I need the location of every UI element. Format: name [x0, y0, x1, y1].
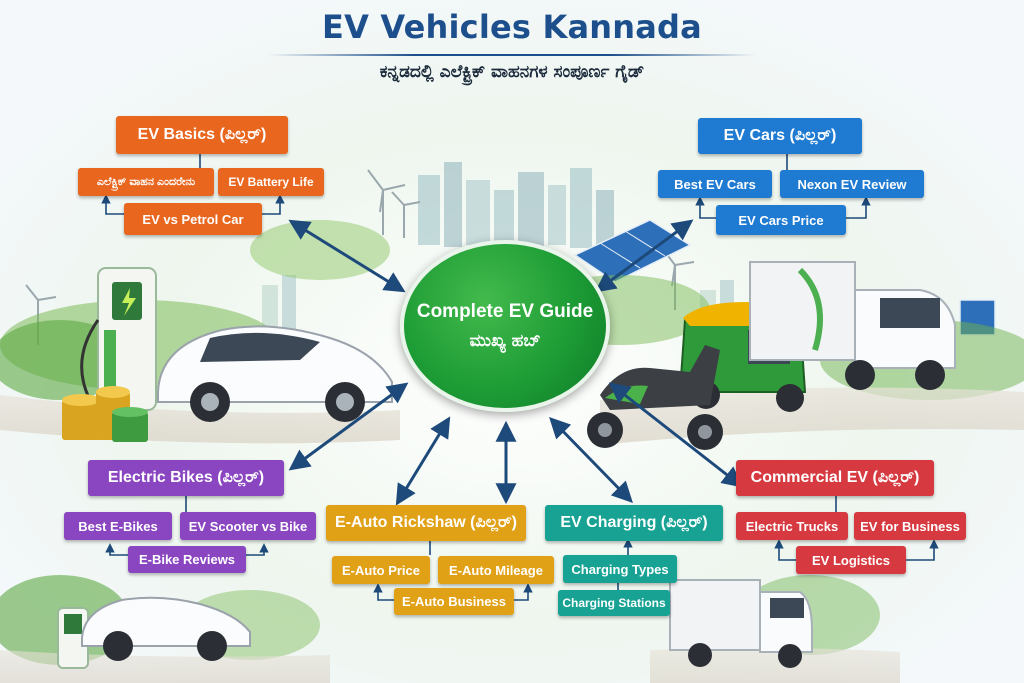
topic-nexon-ev-review[interactable]: Nexon EV Review: [780, 170, 924, 198]
page-subtitle: ಕನ್ನಡದಲ್ಲಿ ಎಲೆಕ್ಟ್ರಿಕ್ ವಾಹನಗಳ ಸಂಪೂರ್ಣ ಗೈ…: [379, 62, 645, 82]
tree-commercial-ev-2: [906, 539, 939, 561]
hub-subtitle: ಮುಖ್ಯ ಹಬ್: [469, 331, 541, 351]
topic-ev-cars-price[interactable]: EV Cars Price: [716, 205, 846, 235]
topic-ev-for-business[interactable]: EV for Business: [854, 512, 966, 540]
pillar-electric-bikes[interactable]: Electric Bikes (ಪಿಲ್ಲರ್): [88, 460, 284, 496]
topic-e-auto-mileage[interactable]: E-Auto Mileage: [438, 556, 554, 584]
topic-ev-scooter-vs-bike[interactable]: EV Scooter vs Bike: [180, 512, 316, 540]
topic-charging-stations[interactable]: Charging Stations: [558, 590, 670, 616]
arrow-hub-electric-bikes: [288, 382, 409, 471]
tree-ev-basics: [101, 194, 124, 215]
topic-what-is-ev[interactable]: ಎಲೆಕ್ಟ್ರಿಕ್ ವಾಹನ ಎಂದರೇನು: [78, 168, 214, 196]
hub-node[interactable]: Complete EV Guide ಮುಖ್ಯ ಹಬ್: [400, 240, 610, 412]
tree-e-auto-2: [514, 583, 533, 601]
topic-e-bike-reviews[interactable]: E-Bike Reviews: [128, 546, 246, 573]
title-divider: [268, 54, 756, 56]
topic-electric-trucks[interactable]: Electric Trucks: [736, 512, 848, 540]
gold-coins: [62, 386, 148, 442]
tree-commercial-ev: [774, 539, 796, 561]
tree-ev-cars-2: [846, 196, 871, 219]
electric-car: [81, 325, 393, 661]
topic-best-ev-cars[interactable]: Best EV Cars: [658, 170, 772, 198]
topic-ev-logistics[interactable]: EV Logistics: [796, 546, 906, 574]
arrow-hub-commercial-ev: [608, 382, 744, 488]
tree-electric-bikes: [105, 543, 128, 556]
topic-charging-types[interactable]: Charging Types: [563, 555, 677, 583]
topic-ev-vs-petrol-car[interactable]: EV vs Petrol Car: [124, 203, 262, 235]
arrow-hub-ev-cars: [594, 219, 694, 293]
electric-truck: [669, 261, 956, 668]
hub-title: Complete EV Guide: [416, 301, 594, 322]
pillar-commercial-ev[interactable]: Commercial EV (ಪಿಲ್ಲರ್): [736, 460, 934, 496]
pillar-e-auto-rickshaw[interactable]: E-Auto Rickshaw (ಪಿಲ್ಲರ್): [326, 505, 526, 541]
arrow-hub-ev-charging: [549, 416, 633, 504]
tree-e-auto: [373, 583, 394, 601]
pillar-ev-charging[interactable]: EV Charging (ಪಿಲ್ಲರ್): [545, 505, 723, 541]
topic-e-auto-business[interactable]: E-Auto Business: [394, 588, 514, 615]
topic-ev-battery-life[interactable]: EV Battery Life: [218, 168, 324, 196]
tree-electric-bikes-2: [246, 543, 269, 556]
page-title: EV Vehicles Kannada: [322, 8, 702, 46]
topic-best-e-bikes[interactable]: Best E-Bikes: [64, 512, 172, 540]
topic-e-auto-price[interactable]: E-Auto Price: [332, 556, 430, 584]
pillar-ev-cars[interactable]: EV Cars (ಪಿಲ್ಲರ್): [698, 118, 862, 154]
tree-ev-cars: [695, 196, 716, 219]
pillar-ev-basics[interactable]: EV Basics (ಪಿಲ್ಲರ್): [116, 116, 288, 154]
ev-charging-station: [57, 267, 157, 669]
arrow-hub-ev-basics: [288, 219, 406, 293]
arrow-hub-e-auto: [395, 416, 451, 506]
tree-ev-basics-2: [262, 194, 285, 215]
